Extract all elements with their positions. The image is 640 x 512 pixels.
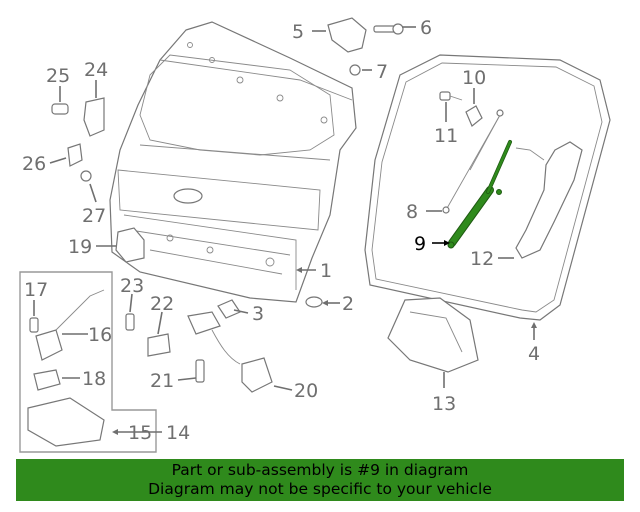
callout-1: 1 xyxy=(320,260,332,282)
callout-19: 19 xyxy=(68,236,92,258)
liftgate-panel xyxy=(109,21,357,303)
callout-21: 21 xyxy=(150,370,174,392)
callout-18: 18 xyxy=(82,368,106,390)
callout-25: 25 xyxy=(46,65,70,87)
callout-13: 13 xyxy=(432,393,456,415)
callout-4: 4 xyxy=(528,343,540,365)
leader-lines xyxy=(33,26,537,435)
callout-12: 12 xyxy=(470,248,494,270)
fitment-notice-banner: Part or sub-assembly is #9 in diagram Di… xyxy=(16,459,624,501)
hinge-assembly xyxy=(327,17,404,76)
callout-23: 23 xyxy=(120,275,144,297)
cover-panel xyxy=(387,297,479,373)
callout-15: 15 xyxy=(128,422,152,444)
callout-3: 3 xyxy=(252,303,264,325)
strut-bracket xyxy=(439,91,483,127)
gas-strut-8 xyxy=(442,109,504,214)
detail-inset-box xyxy=(19,271,157,453)
callout-6: 6 xyxy=(420,17,432,39)
callout-8: 8 xyxy=(406,201,418,223)
callout-14: 14 xyxy=(166,422,190,444)
callout-17: 17 xyxy=(24,279,48,301)
latch-bracket-19 xyxy=(115,227,145,263)
trim-channel xyxy=(515,141,583,259)
callout-26: 26 xyxy=(22,153,46,175)
callout-16: 16 xyxy=(88,324,112,346)
banner-line-1: Part or sub-assembly is #9 in diagram xyxy=(171,461,469,479)
callout-22: 22 xyxy=(150,293,174,315)
callout-2: 2 xyxy=(342,293,354,315)
callout-10: 10 xyxy=(462,67,486,89)
gas-strut-9-highlighted xyxy=(447,140,512,249)
callout-7: 7 xyxy=(376,61,388,83)
callout-20: 20 xyxy=(294,380,318,402)
callout-11: 11 xyxy=(434,125,458,147)
small-brackets xyxy=(51,97,105,182)
lock-actuator-group xyxy=(125,311,273,393)
callout-9-highlighted: 9 xyxy=(414,233,426,255)
callout-27: 27 xyxy=(82,205,106,227)
callout-numbers: 1 2 3 4 5 6 7 8 9 10 11 12 13 14 15 16 1… xyxy=(22,17,540,444)
callout-5: 5 xyxy=(292,21,304,43)
banner-line-2: Diagram may not be specific to your vehi… xyxy=(148,480,492,498)
callout-24: 24 xyxy=(84,59,108,81)
